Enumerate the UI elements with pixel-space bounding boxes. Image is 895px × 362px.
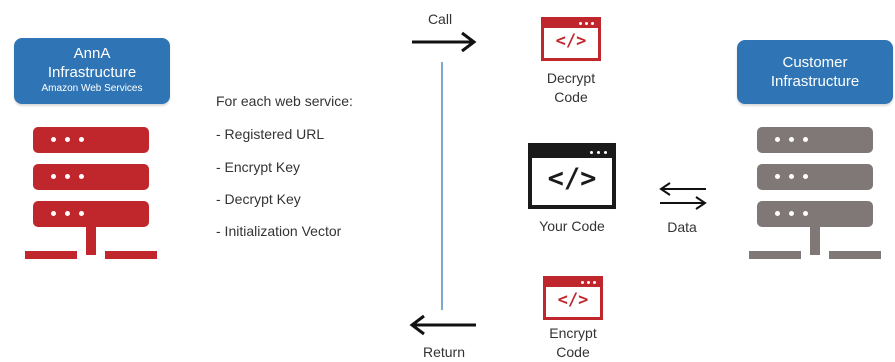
anna-server-stack-icon <box>25 127 157 265</box>
data-label: Data <box>667 219 697 235</box>
return-arrow-icon <box>409 314 476 336</box>
service-item: - Decrypt Key <box>216 191 301 207</box>
flow-connector-line <box>441 62 443 310</box>
encrypt-code-icon: </> <box>543 276 603 320</box>
server-unit <box>757 127 873 153</box>
customer-title-line2: Infrastructure <box>770 73 860 90</box>
decrypt-code-glyph: </> <box>555 31 587 51</box>
your-code-glyph: </> <box>547 163 597 194</box>
decrypt-code-label-line2: Code <box>554 89 588 105</box>
server-unit <box>757 164 873 190</box>
server-unit <box>33 201 149 227</box>
customer-infrastructure-label: Customer Infrastructure <box>737 40 893 104</box>
encrypt-code-label-line2: Code <box>556 344 590 360</box>
anna-title-line2: Infrastructure <box>47 64 137 81</box>
your-code-label: Your Code <box>539 218 605 234</box>
call-arrow-icon <box>412 31 477 53</box>
your-code-icon: </> <box>528 143 616 209</box>
return-label: Return <box>422 344 466 360</box>
call-label: Call <box>427 11 453 27</box>
customer-title-line1: Customer <box>782 54 848 71</box>
server-unit <box>33 164 149 190</box>
anna-title-line1: AnnA <box>73 45 111 62</box>
service-item: - Initialization Vector <box>216 223 342 239</box>
service-item: - Encrypt Key <box>216 159 301 175</box>
decrypt-code-icon: </> <box>541 17 601 61</box>
server-unit <box>757 201 873 227</box>
decrypt-code-label-line1: Decrypt <box>546 70 596 86</box>
anna-infrastructure-label: AnnA Infrastructure Amazon Web Services <box>14 38 170 104</box>
server-unit <box>33 127 149 153</box>
data-exchange-arrows-icon <box>659 182 707 210</box>
services-heading: For each web service: <box>216 93 353 109</box>
service-item: - Registered URL <box>216 126 325 142</box>
customer-server-stack-icon <box>749 127 881 265</box>
encrypt-code-label-line1: Encrypt <box>549 325 597 341</box>
encrypt-code-glyph: </> <box>557 290 589 310</box>
anna-subtitle: Amazon Web Services <box>41 83 143 94</box>
